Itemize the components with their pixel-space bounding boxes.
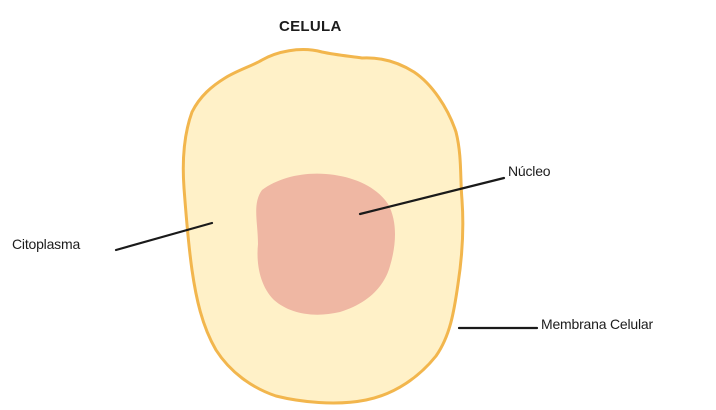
nucleus-label: Núcleo [508, 163, 550, 179]
diagram-title: CELULA [279, 18, 342, 35]
membrane-label: Membrana Celular [541, 316, 653, 332]
cytoplasm-label: Citoplasma [12, 236, 80, 252]
